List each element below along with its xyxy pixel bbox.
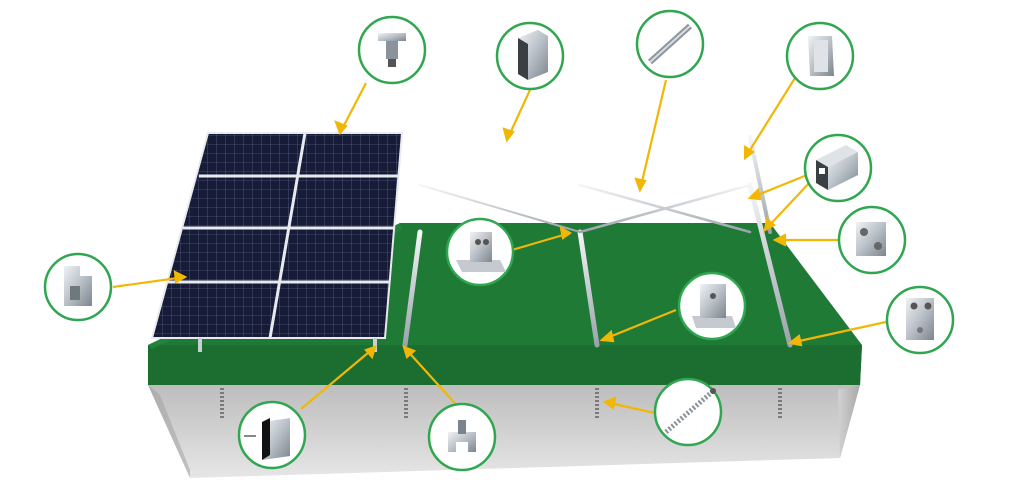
angle-connector-icon	[692, 284, 736, 328]
ground-screws	[220, 388, 782, 420]
callout-end-clamp	[43, 252, 113, 322]
callout-mid-clamp	[357, 15, 427, 85]
mounting-frame	[167, 134, 851, 348]
cross-connector-icon	[856, 222, 886, 256]
mid-clamp-icon	[378, 33, 406, 67]
main-beam-profile-icon	[518, 30, 548, 80]
callout-cross-connector	[837, 205, 907, 275]
base-plate-connector-icon	[906, 298, 934, 340]
square-tube-post-icon	[816, 145, 858, 190]
solar-panel-array	[150, 132, 404, 352]
callout-main-beam	[495, 21, 565, 91]
callout-ground-screw	[653, 377, 723, 447]
callout-grounding-clip	[427, 402, 497, 472]
callout-base-plate	[885, 285, 955, 355]
cross-bracing-rod-icon	[647, 23, 693, 65]
callout-cross-bracing	[635, 9, 705, 79]
leader-lines	[112, 77, 887, 415]
rail-end-cap-icon	[244, 418, 290, 460]
grounding-clip-icon	[448, 420, 476, 452]
ground-screw-icon	[664, 388, 716, 434]
callout-angle-connector	[677, 271, 747, 341]
callout-c-channel	[785, 21, 855, 91]
callout-square-tube	[803, 133, 873, 203]
callout-rail-end-cap	[237, 400, 307, 470]
rail-joint-bracket-icon	[456, 232, 506, 272]
end-clamp-icon	[64, 266, 92, 306]
callout-rail-joint	[445, 217, 515, 287]
c-channel-rail-icon	[808, 36, 834, 76]
